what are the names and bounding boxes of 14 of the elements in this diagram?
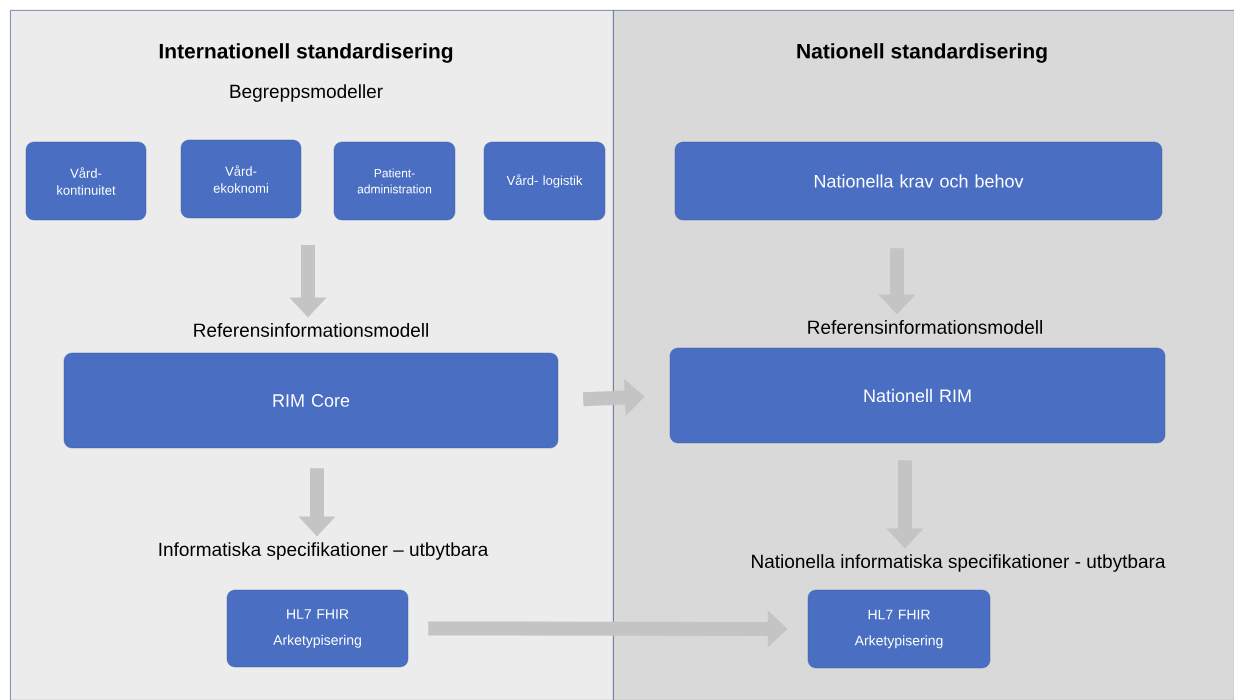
box-heading: Referensinformationsmodell [808, 320, 1042, 334]
process-box: RIM Core [63, 352, 559, 449]
box-heading: Nationella informatiska specifikationer - utbytbara [752, 554, 1166, 572]
process-box: Vård- kontinuitet [25, 141, 147, 221]
box-heading: Informatiska specifikationer – utbytbara [159, 542, 489, 560]
process-box: Vård- logistik [483, 141, 606, 221]
process-box: Patient- administration [333, 141, 456, 221]
process-box: Nationell RIM [669, 347, 1166, 444]
section-label: Begreppsmodeller [230, 84, 383, 102]
box-heading: Referensinformationsmodell [194, 323, 428, 337]
process-box: HL7 FHIR Arketypisering [226, 589, 409, 668]
process-box: Nationella krav och behov [674, 141, 1163, 221]
process-box: HL7 FHIR Arketypisering [807, 589, 991, 669]
process-box: Vård- ekoknomi [180, 139, 302, 219]
